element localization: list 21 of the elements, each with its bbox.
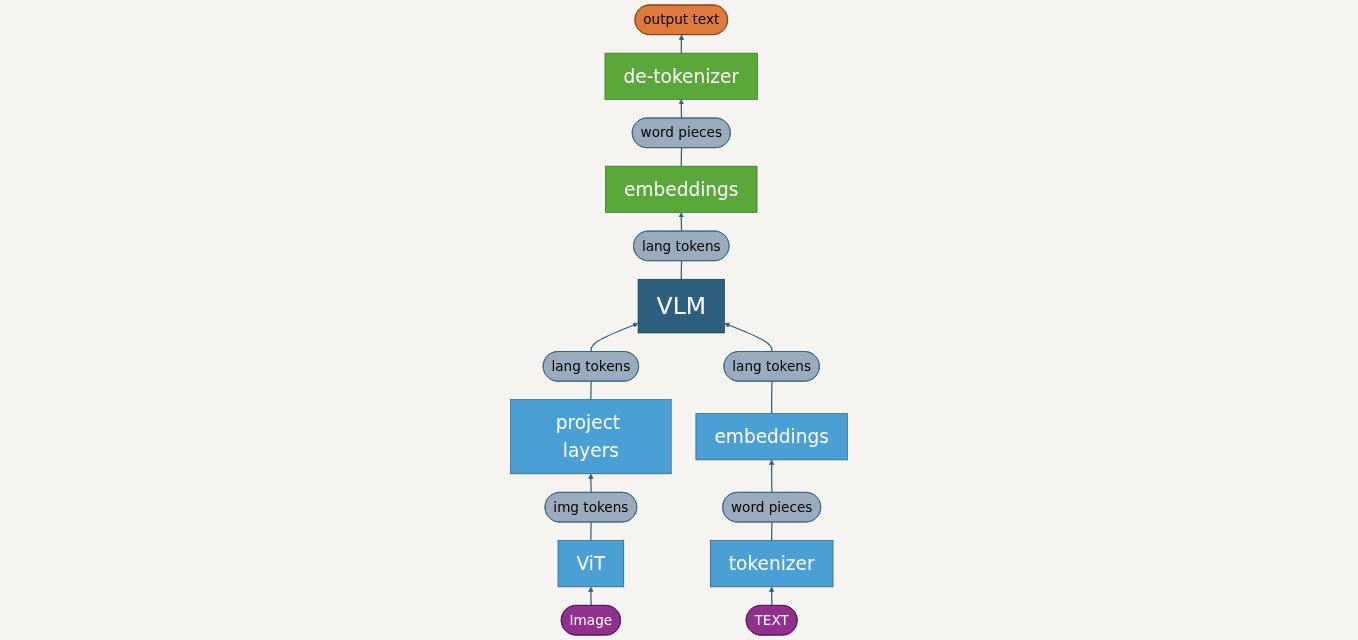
arrow <box>724 322 773 353</box>
arrow <box>678 99 684 119</box>
connector <box>771 521 773 542</box>
node-box: tokenizer <box>709 540 834 588</box>
node-box: VLM <box>637 278 725 334</box>
node-box: embeddings <box>605 165 758 213</box>
node-box: project layers <box>510 399 672 475</box>
connector <box>590 380 592 401</box>
arrow <box>768 586 775 607</box>
arrow <box>588 473 594 494</box>
connector <box>680 147 683 167</box>
connector <box>680 260 683 280</box>
connector <box>590 521 592 542</box>
node-box: ViT <box>557 540 625 588</box>
arrow <box>590 322 639 353</box>
node-box: embeddings <box>695 413 848 461</box>
arrow <box>768 459 775 494</box>
arrow <box>678 212 684 232</box>
connector <box>771 380 773 415</box>
node-box: de-tokenizer <box>604 52 758 100</box>
arrow <box>588 586 594 607</box>
